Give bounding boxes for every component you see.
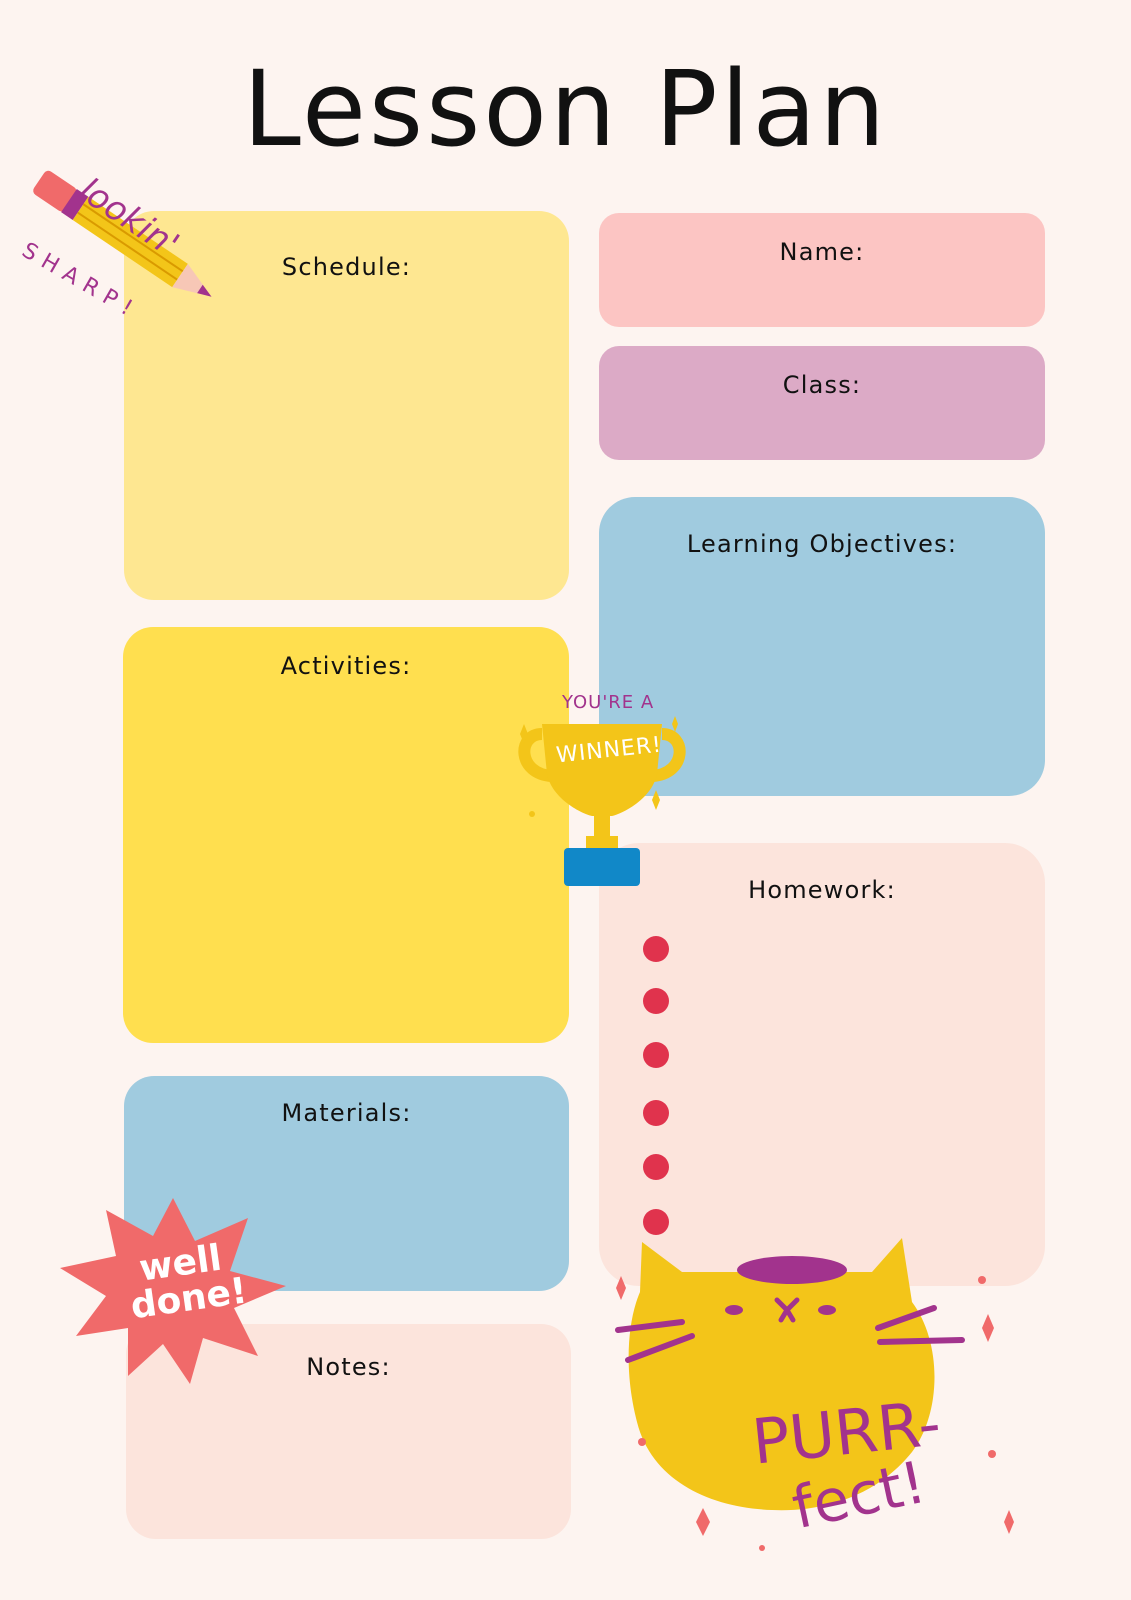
starburst-icon <box>60 1198 286 1384</box>
homework-label: Homework: <box>748 876 896 904</box>
well-done-sticker: well done! <box>58 1196 288 1386</box>
name-label: Name: <box>779 238 865 266</box>
homework-bullet <box>643 988 669 1014</box>
pencil-sticker: lookin' SHARP! <box>18 150 254 350</box>
learning-objectives-label: Learning Objectives: <box>686 530 958 558</box>
homework-bullet <box>643 936 669 962</box>
cat-sticker: PURR- fect! <box>612 1232 1032 1572</box>
trophy-icon <box>518 716 686 886</box>
activities-label: Activities: <box>280 652 412 680</box>
materials-label: Materials: <box>281 1099 412 1127</box>
homework-bullet <box>643 1154 669 1180</box>
name-box[interactable]: Name: <box>599 213 1045 327</box>
cat-icon <box>615 1238 1014 1551</box>
notes-box[interactable]: Notes: <box>126 1324 571 1539</box>
pencil-icon <box>33 170 212 297</box>
homework-bullet <box>643 1100 669 1126</box>
notes-label: Notes: <box>306 1353 391 1381</box>
schedule-box[interactable]: Schedule: <box>124 211 569 600</box>
class-label: Class: <box>782 371 862 399</box>
page-title: Lesson Plan <box>242 48 889 170</box>
schedule-label: Schedule: <box>281 253 412 281</box>
class-box[interactable]: Class: <box>599 346 1045 460</box>
homework-bullet <box>643 1042 669 1068</box>
youre-a-text: YOU'RE A <box>562 692 655 713</box>
homework-box[interactable]: Homework: <box>599 843 1045 1286</box>
homework-bullet <box>643 1209 669 1235</box>
activities-box[interactable]: Activities: <box>123 627 569 1043</box>
